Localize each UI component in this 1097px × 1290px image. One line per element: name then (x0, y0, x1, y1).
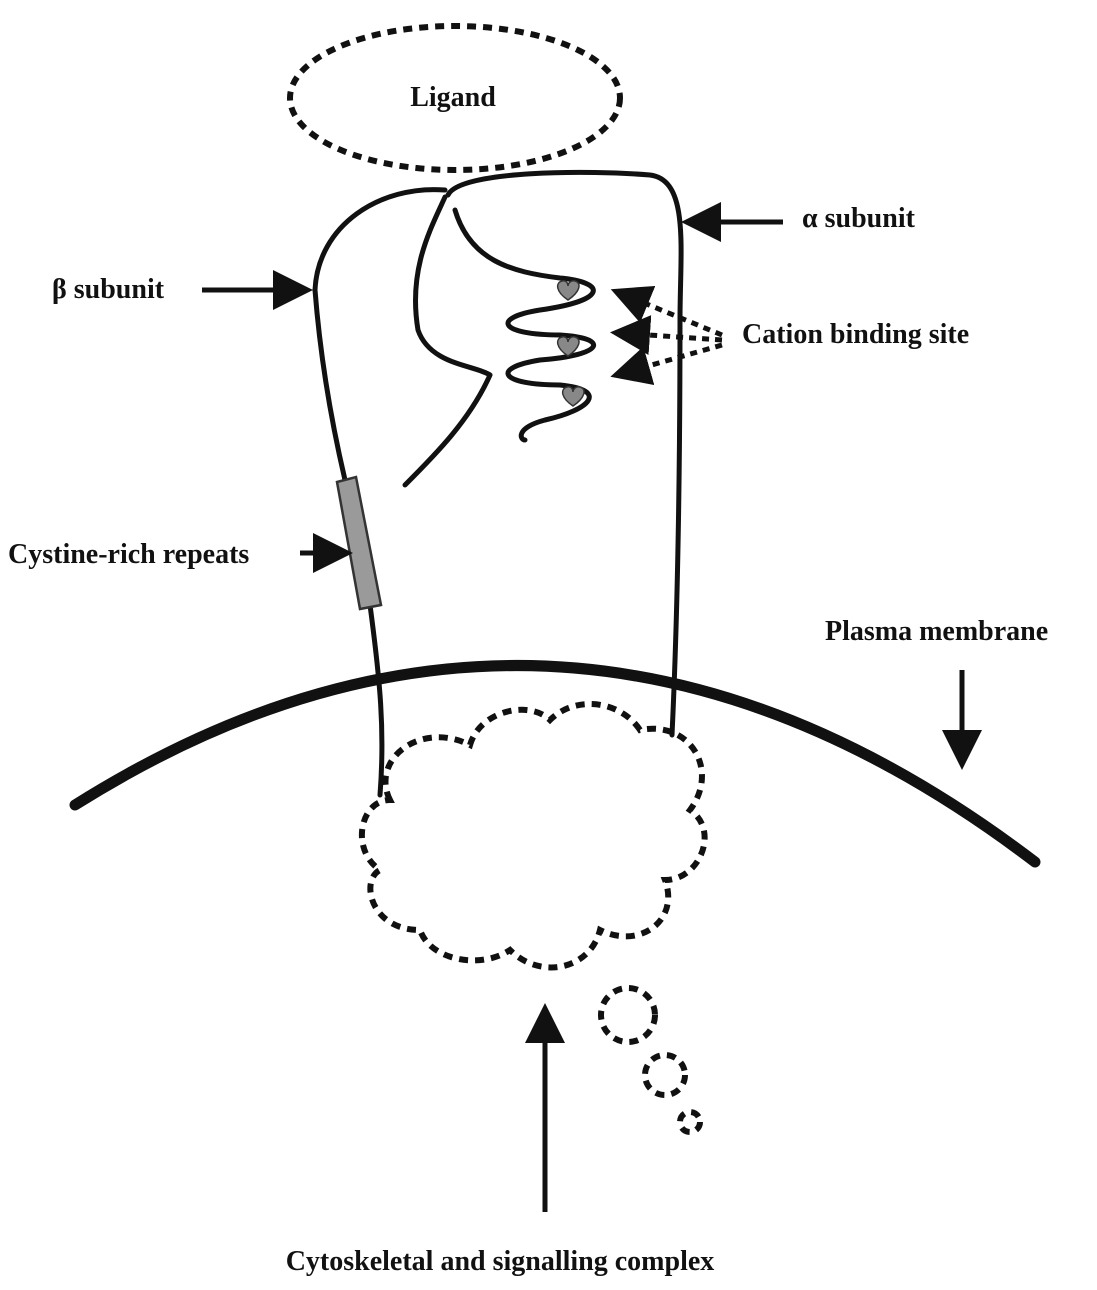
cation-site-1 (558, 281, 579, 300)
plasma-membrane-label: Plasma membrane (825, 616, 1048, 647)
cation-binding-site-label: Cation binding site (742, 319, 969, 350)
cystine-rich-repeat-block (337, 477, 381, 609)
ligand-label: Ligand (410, 82, 496, 113)
cation-arrow-1 (620, 293, 722, 335)
small-bubble-1 (601, 988, 655, 1042)
plasma-membrane-curve (75, 666, 1035, 862)
cytoskeletal-complex-label: Cytoskeletal and signalling complex (286, 1246, 715, 1277)
beta-subunit-label: β subunit (52, 274, 165, 305)
cation-site-3 (563, 387, 584, 406)
cystine-rich-repeats-label: Cystine-rich repeats (8, 539, 249, 570)
cytoskeletal-complex-cloud (362, 704, 705, 967)
cation-arrow-2 (620, 333, 722, 340)
alpha-subunit-chain (448, 172, 681, 735)
alpha-subunit-label: α subunit (802, 203, 916, 234)
beta-subunit-chain (315, 190, 445, 795)
small-bubble-3 (680, 1112, 700, 1132)
alpha-inner-loop (405, 197, 490, 485)
small-bubble-2 (645, 1055, 685, 1095)
cation-arrow-3 (620, 345, 722, 374)
